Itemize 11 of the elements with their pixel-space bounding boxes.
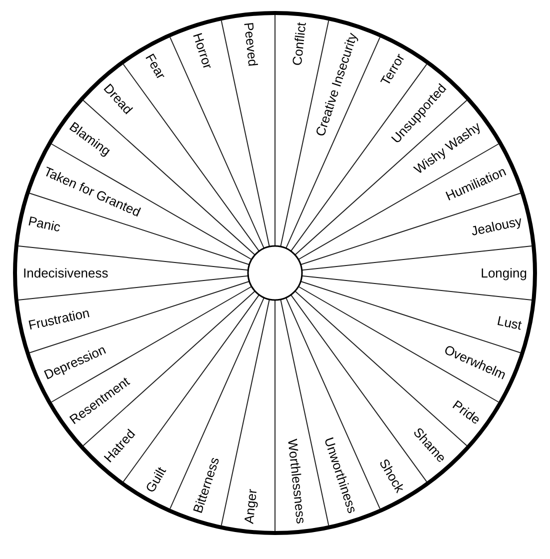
emotion-label: Jealousy xyxy=(470,213,524,239)
emotion-label: Conflict xyxy=(289,22,309,66)
emotion-label: Lust xyxy=(496,312,524,333)
emotion-label: Panic xyxy=(26,213,62,235)
emotion-label: Worthlessness xyxy=(285,438,309,524)
emotion-label: Peeved xyxy=(241,22,261,68)
emotion-label: Horror xyxy=(190,31,216,71)
emotion-label: Longing xyxy=(480,266,527,280)
emotion-label: Anger xyxy=(241,488,260,524)
emotion-label: Indecisiveness xyxy=(23,266,108,280)
emotion-label: Frustration xyxy=(26,305,91,333)
